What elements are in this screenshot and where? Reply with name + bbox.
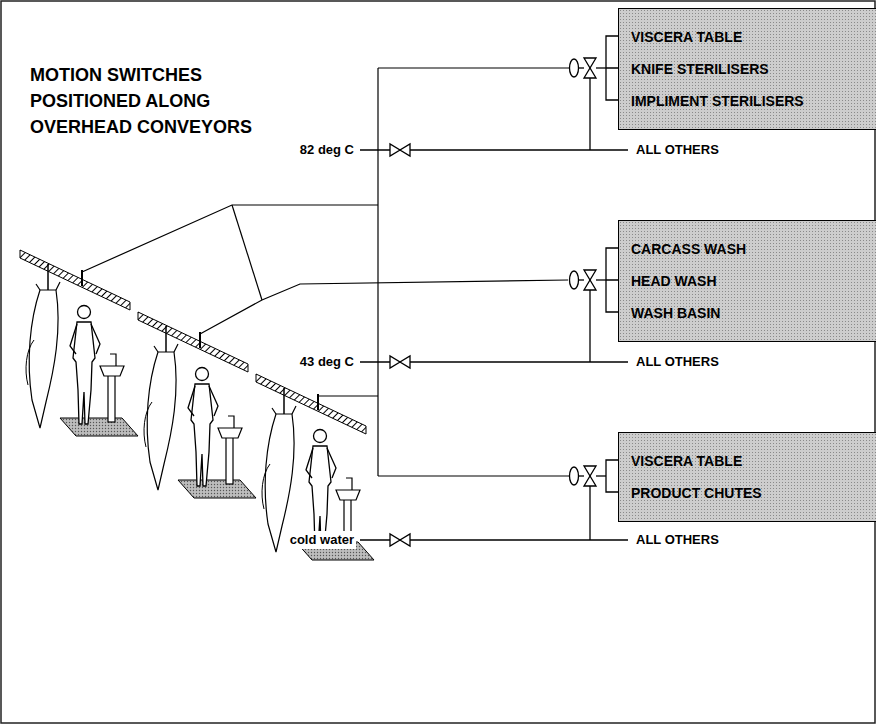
- outlet-name: CARCASS WASH: [631, 233, 866, 265]
- outlet-name: IMPLIMENT STERILISERS: [631, 85, 866, 117]
- outlet-name: HEAD WASH: [631, 265, 866, 297]
- outlet-name: WASH BASIN: [631, 297, 866, 329]
- supply-lines: [360, 144, 628, 546]
- outlet-name: VISCERA TABLE: [631, 21, 866, 53]
- outlet-group-box: CARCASS WASHHEAD WASHWASH BASIN: [618, 220, 876, 342]
- outlet-brackets: [606, 36, 618, 492]
- outlet-name: VISCERA TABLE: [631, 445, 866, 477]
- other-outlets: ALL OTHERS: [634, 141, 721, 159]
- supply-temperature: cold water: [288, 531, 356, 549]
- outlet-group-box: VISCERA TABLEPRODUCT CHUTES: [618, 432, 876, 522]
- outlet-group-box: VISCERA TABLEKNIFE STERILISERSIMPLIMENT …: [618, 8, 876, 130]
- outlet-name: PRODUCT CHUTES: [631, 477, 866, 509]
- other-outlets: ALL OTHERS: [634, 353, 721, 371]
- supply-temperature: 82 deg C: [298, 141, 356, 159]
- other-outlets: ALL OTHERS: [634, 531, 721, 549]
- supply-temperature: 43 deg C: [298, 353, 356, 371]
- conveyor-stations: [20, 250, 374, 560]
- outlet-name: KNIFE STERILISERS: [631, 53, 866, 85]
- solenoid-valves: [570, 58, 607, 540]
- diagram-title: MOTION SWITCHES POSITIONED ALONG OVERHEA…: [30, 62, 270, 140]
